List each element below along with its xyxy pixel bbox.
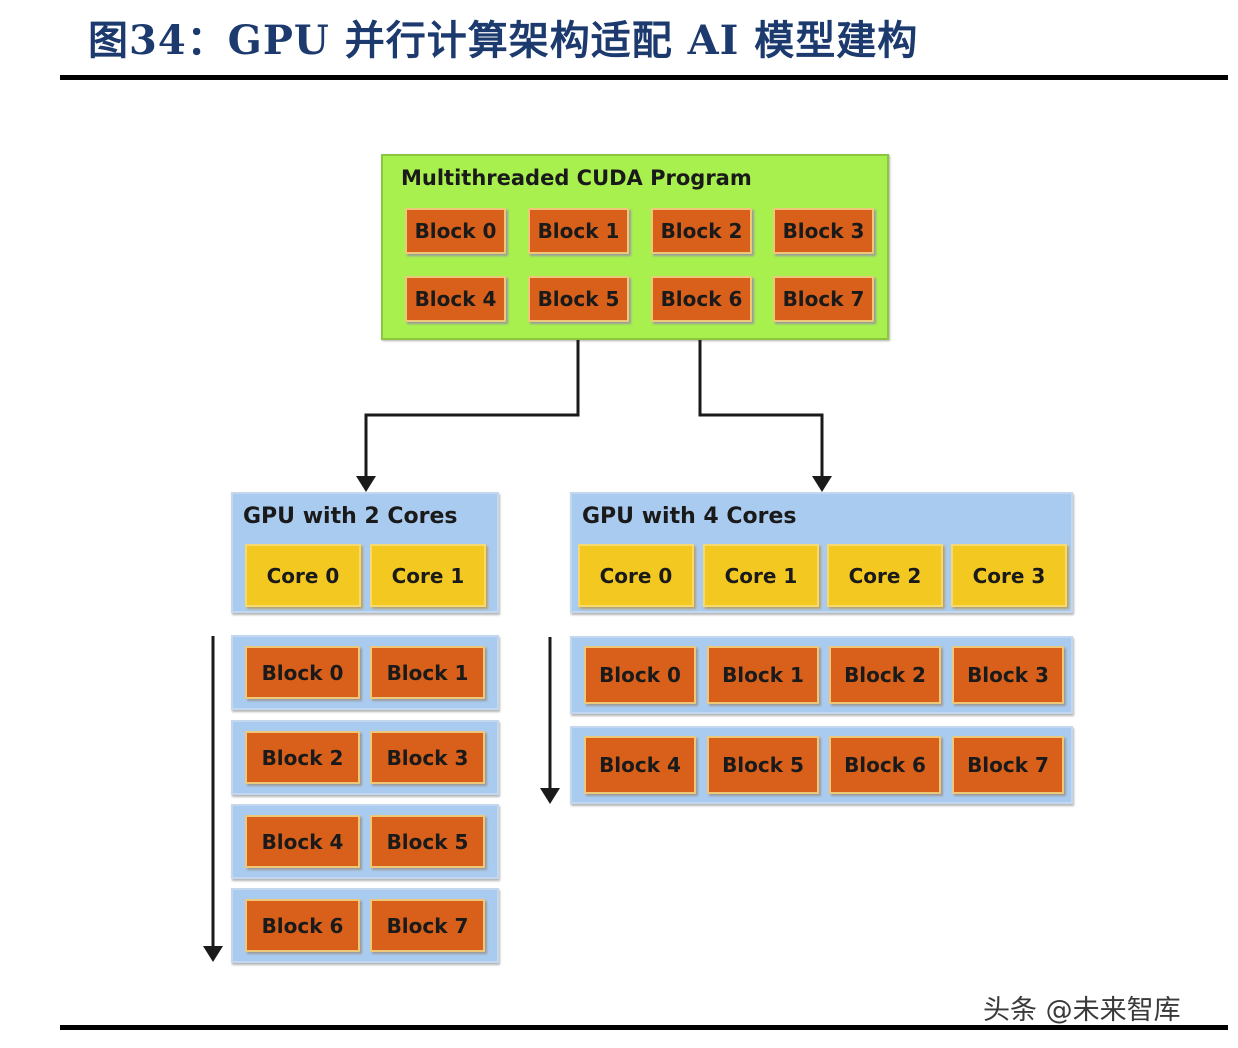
gpu2-core: Core 0 [245, 544, 361, 607]
gpu4-block-row: Block 4 Block 5 Block 6 Block 7 [570, 726, 1073, 804]
gpu-2core-label: GPU with 2 Cores [243, 504, 458, 529]
gpu4-block: Block 0 [584, 646, 696, 704]
gpu4-core: Core 3 [951, 544, 1067, 607]
time-arrowhead-2core [203, 946, 223, 962]
arrowhead-left [356, 476, 376, 492]
gpu-4core-panel: GPU with 4 Cores Core 0 Core 1 Core 2 Co… [570, 492, 1073, 613]
gpu4-core: Core 0 [578, 544, 694, 607]
program-block: Block 1 [528, 208, 629, 254]
gpu2-block-row: Block 2 Block 3 [231, 720, 499, 795]
gpu4-core: Core 1 [703, 544, 819, 607]
cuda-program-box: Multithreaded CUDA Program Block 0 Block… [381, 154, 889, 340]
gpu2-block-row: Block 0 Block 1 [231, 635, 499, 710]
top-rule [60, 75, 1228, 80]
gpu4-block-row: Block 0 Block 1 Block 2 Block 3 [570, 636, 1073, 714]
gpu2-block: Block 5 [370, 815, 485, 868]
gpu2-block: Block 0 [245, 646, 360, 699]
program-block: Block 5 [528, 276, 629, 322]
program-block: Block 3 [773, 208, 874, 254]
gpu-2core-panel: GPU with 2 Cores Core 0 Core 1 [231, 492, 499, 613]
gpu4-block: Block 5 [707, 736, 819, 794]
gpu4-block: Block 4 [584, 736, 696, 794]
gpu-4core-label: GPU with 4 Cores [582, 504, 797, 529]
gpu2-block: Block 4 [245, 815, 360, 868]
gpu2-core: Core 1 [370, 544, 486, 607]
program-label: Multithreaded CUDA Program [401, 166, 752, 190]
figure-title: 图34：GPU 并行计算架构适配 AI 模型建构 [88, 17, 919, 64]
gpu4-block: Block 6 [829, 736, 941, 794]
arrowhead-right [812, 476, 832, 492]
program-block: Block 4 [405, 276, 506, 322]
gpu2-block-row: Block 4 Block 5 [231, 804, 499, 879]
gpu2-block: Block 1 [370, 646, 485, 699]
gpu2-block-row: Block 6 Block 7 [231, 888, 499, 963]
gpu4-block: Block 2 [829, 646, 941, 704]
gpu2-block: Block 2 [245, 731, 360, 784]
gpu4-block: Block 1 [707, 646, 819, 704]
time-arrowhead-4core [540, 788, 560, 804]
gpu4-block: Block 7 [952, 736, 1064, 794]
gpu2-block: Block 6 [245, 899, 360, 952]
gpu2-block: Block 3 [370, 731, 485, 784]
connector-left-arrow [364, 340, 580, 478]
program-block: Block 7 [773, 276, 874, 322]
gpu2-block: Block 7 [370, 899, 485, 952]
watermark: 头条 @未来智库 [983, 995, 1181, 1026]
gpu4-block: Block 3 [952, 646, 1064, 704]
program-block: Block 6 [651, 276, 752, 322]
program-block: Block 2 [651, 208, 752, 254]
bottom-rule [60, 1025, 1228, 1030]
gpu4-core: Core 2 [827, 544, 943, 607]
program-block: Block 0 [405, 208, 506, 254]
connector-right-arrow [698, 340, 824, 478]
